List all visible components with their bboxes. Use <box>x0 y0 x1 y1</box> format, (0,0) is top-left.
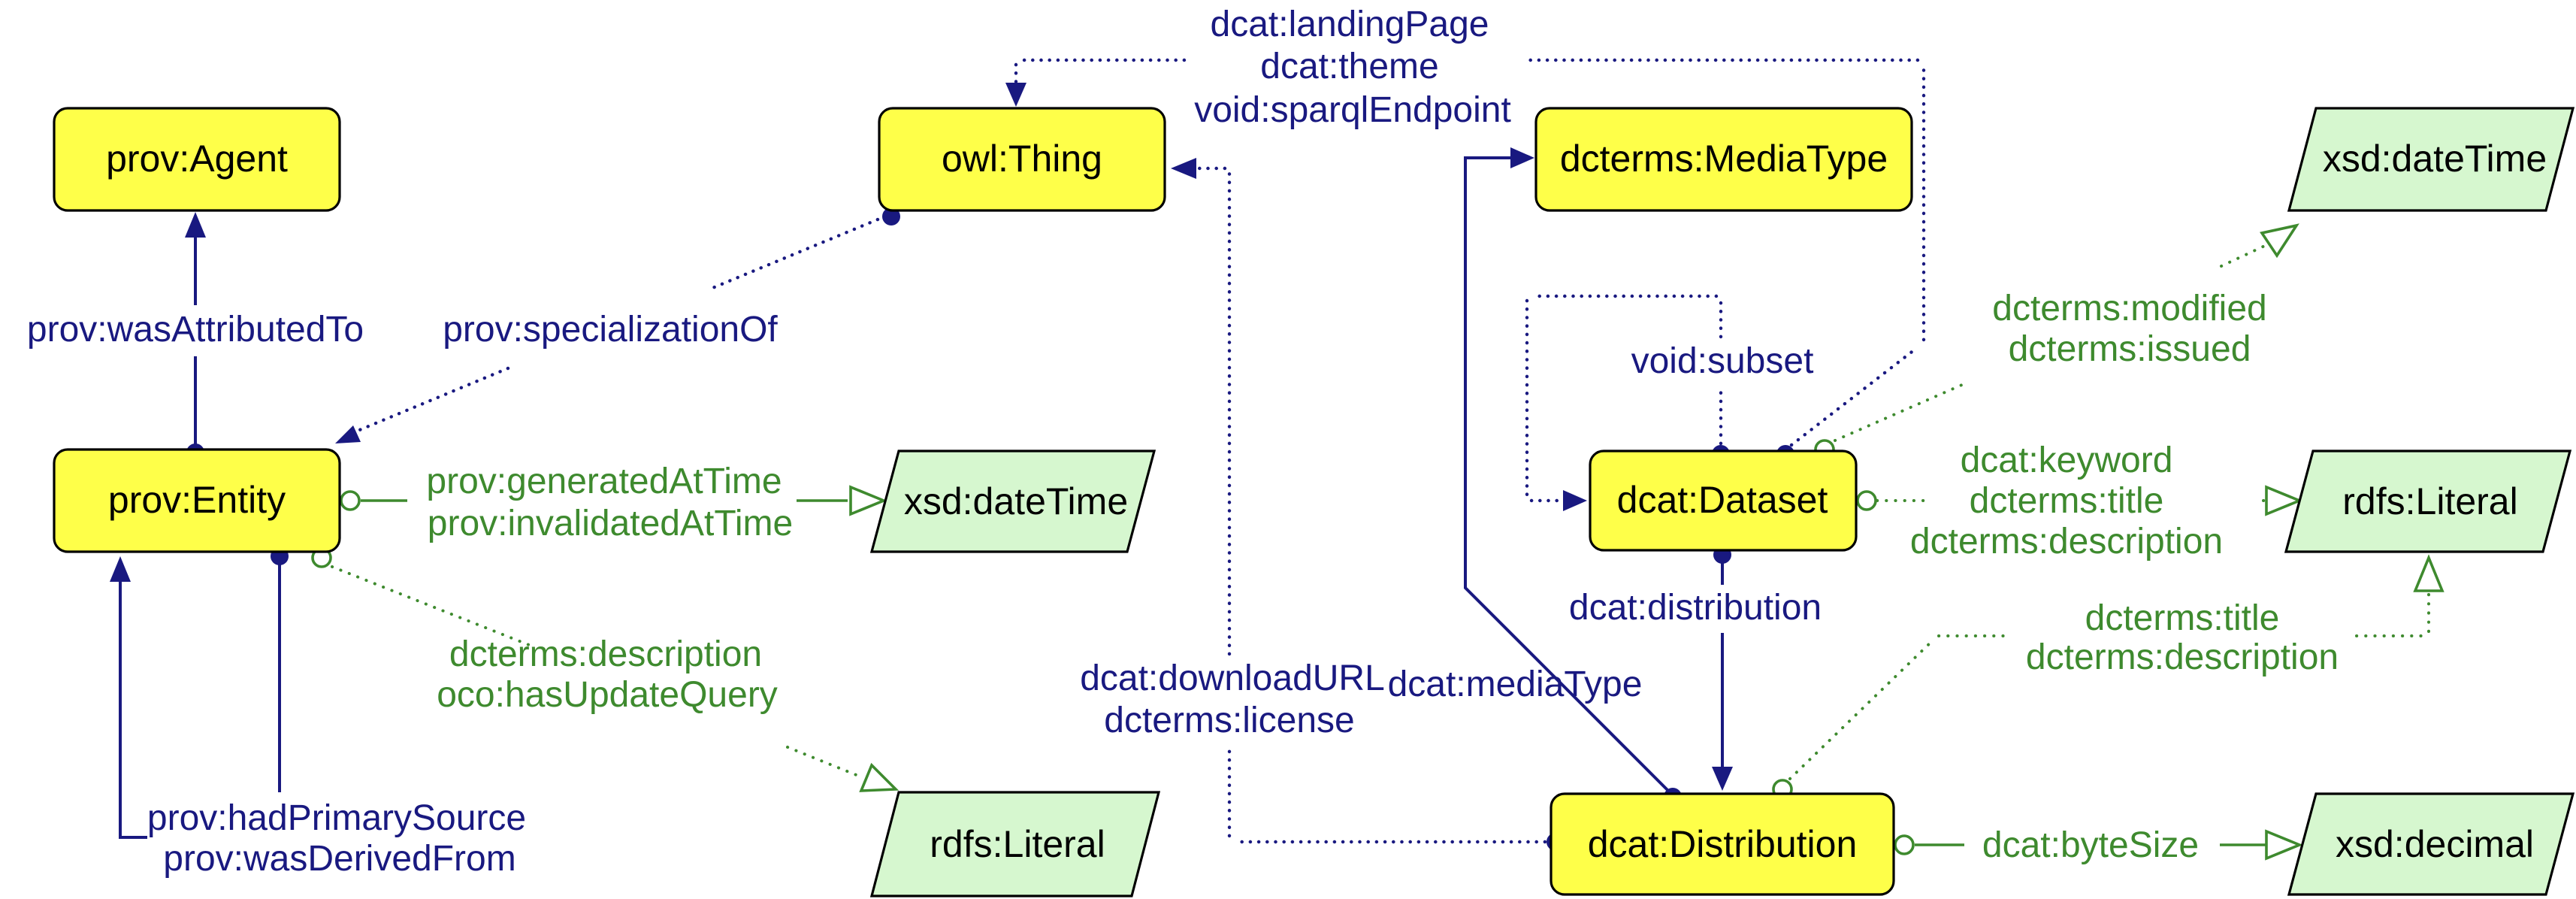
edge-label-dcat-byteSize: dcat:byteSize <box>1982 825 2200 866</box>
node-rdfs-literal-bottom-shape <box>869 791 1161 897</box>
node-dcat-distribution-shape <box>1550 792 1895 896</box>
edge-label-dcat-distribution: dcat:distribution <box>1568 588 1822 628</box>
node-owl-thing-label: owl:Thing <box>942 138 1102 180</box>
node-rdfs-literal-right-shape <box>2284 450 2572 553</box>
node-prov-entity-label: prov:Entity <box>107 480 286 522</box>
edge-label-oco-hasUpdateQuery: oco:hasUpdateQuery <box>437 675 778 716</box>
edge-dcat-landingPage-theme-sparqlEndpoint <box>1005 58 1926 463</box>
edge-label-prov-invalidatedAtTime: prov:invalidatedAtTime <box>427 504 794 544</box>
edge-label-dcterms-license: dcterms:license <box>1104 701 1355 741</box>
edge-dcterms-title-description-distribution <box>1772 554 2444 800</box>
node-xsd-datetime-mid-label: xsd:dateTime <box>903 481 1129 523</box>
edge-label-prov-wasDerivedFrom: prov:wasDerivedFrom <box>163 839 516 879</box>
node-xsd-datetime-top-label: xsd:dateTime <box>2322 138 2547 180</box>
edge-label-dcat-theme: dcat:theme <box>1260 47 1439 87</box>
edge-dcat-byteSize <box>1894 829 2303 861</box>
edge-dcat-distribution <box>1712 546 1733 791</box>
node-owl-thing-shape <box>878 107 1166 212</box>
node-xsd-datetime-top-shape <box>2287 107 2575 212</box>
edge-label-dcat-mediaType: dcat:mediaType <box>1387 664 1643 705</box>
edge-label-prov-generatedAtTime: prov:generatedAtTime <box>426 462 782 502</box>
edge-dcterms-modified-issued <box>1814 223 2299 460</box>
edge-dcat-keyword-title-description <box>1856 485 2303 516</box>
edge-label-dcat-downloadURL: dcat:downloadURL <box>1080 658 1385 699</box>
edge-label-dcterms-description-distribution: dcterms:description <box>2025 637 2339 678</box>
node-xsd-decimal-label: xsd:decimal <box>2336 824 2534 866</box>
edge-prov-hadPrimarySource-wasDerivedFrom <box>110 547 289 839</box>
edge-label-void-subset: void:subset <box>1631 341 1814 382</box>
edge-label-dcterms-issued: dcterms:issued <box>2008 329 2251 370</box>
edge-label-prov-specializationOf: prov:specializationOf <box>443 310 778 350</box>
edge-label-dcterms-description-entity: dcterms:description <box>449 634 763 675</box>
node-dcterms-mediatype-shape <box>1534 107 1913 212</box>
edge-label-dcterms-description-dataset: dcterms:description <box>1909 522 2224 562</box>
edge-label-dcat-keyword: dcat:keyword <box>1960 440 2173 481</box>
node-prov-agent-shape <box>53 107 341 212</box>
node-dcat-dataset-label: dcat:Dataset <box>1616 480 1828 522</box>
edge-label-prov-hadPrimarySource: prov:hadPrimarySource <box>147 798 527 839</box>
node-shapes <box>53 107 2575 897</box>
edge-label-dcterms-title-dataset: dcterms:title <box>1969 481 2164 522</box>
edge-label-void-sparqlEndpoint: void:sparqlEndpoint <box>1194 90 1511 131</box>
edge-dcat-downloadURL-license <box>1171 158 1565 851</box>
node-dcat-distribution-label: dcat:Distribution <box>1587 824 1858 866</box>
node-prov-agent-label: prov:Agent <box>106 138 288 180</box>
node-dcterms-mediatype-label: dcterms:MediaType <box>1559 138 1888 180</box>
node-xsd-decimal-shape <box>2287 792 2575 896</box>
edge-label-dcat-landingPage: dcat:landingPage <box>1210 5 1489 45</box>
edge-label-dcterms-title-distribution: dcterms:title <box>2085 598 2280 639</box>
node-prov-entity-shape <box>53 448 341 553</box>
node-rdfs-literal-right-label: rdfs:Literal <box>2342 481 2518 523</box>
edge-prov-generatedAtTime-invalidatedAtTime <box>340 485 887 516</box>
edge-dcterms-description-oco-hasUpdateQuery <box>311 547 899 792</box>
edge-label-dcterms-modified: dcterms:modified <box>1992 289 2267 329</box>
edge-label-prov-wasAttributedTo: prov:wasAttributedTo <box>26 310 364 350</box>
node-xsd-datetime-mid-shape <box>869 450 1156 553</box>
edge-prov-specializationOf <box>335 207 900 443</box>
node-rdfs-literal-bottom-label: rdfs:Literal <box>930 824 1105 866</box>
node-dcat-dataset-shape <box>1589 450 1858 552</box>
